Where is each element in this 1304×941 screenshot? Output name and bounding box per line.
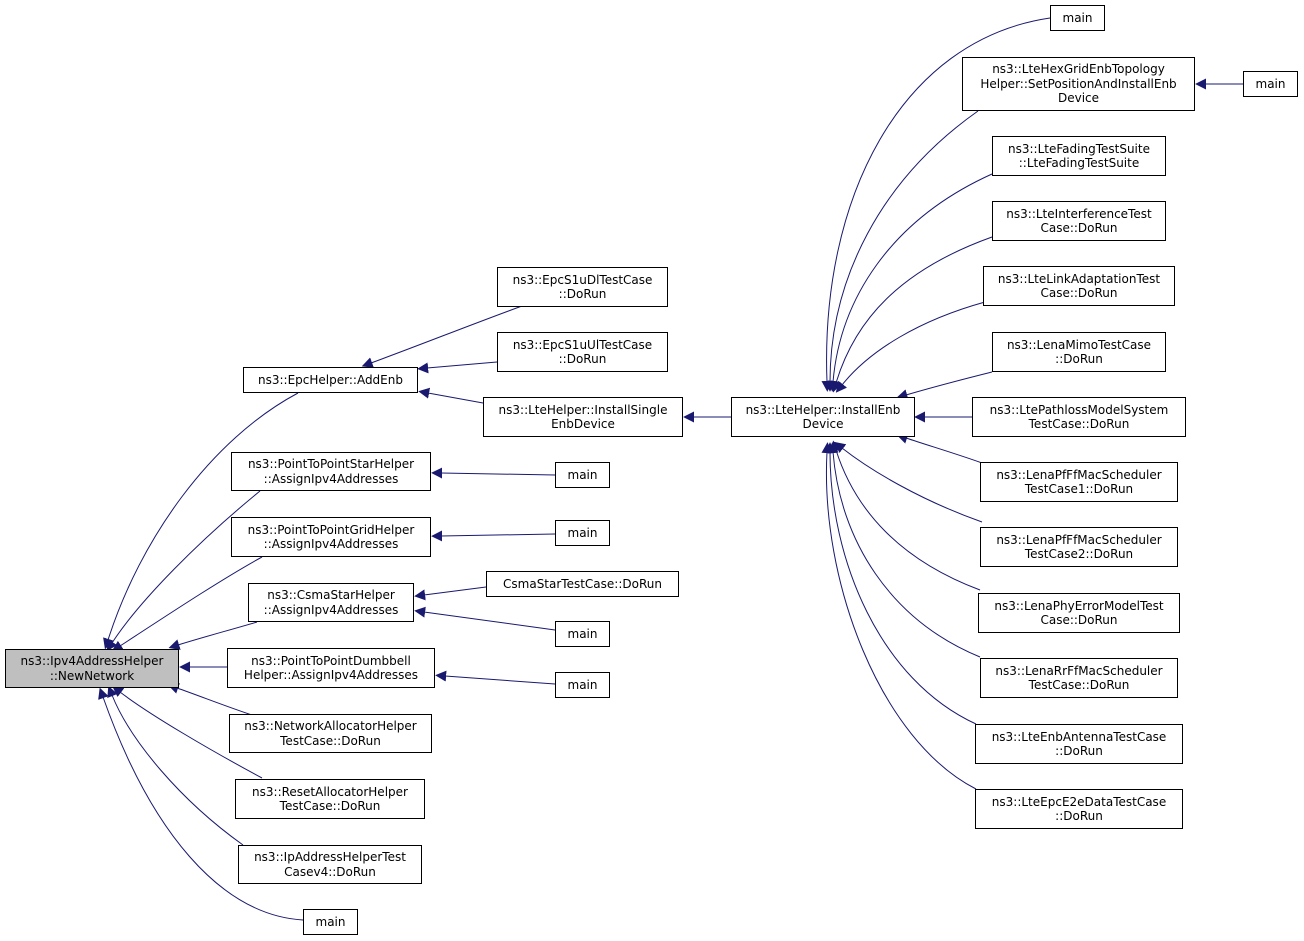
node-csma-star-assign[interactable]: ns3::CsmaStarHelper ::AssignIpv4Addresse…: [248, 583, 414, 622]
node-reset-allocator-test[interactable]: ns3::ResetAllocatorHelper TestCase::DoRu…: [235, 779, 425, 819]
node-lena-mimo-test[interactable]: ns3::LenaMimoTestCase ::DoRun: [992, 332, 1166, 372]
edge-epce2e-installenb: [821, 442, 977, 790]
edge-netalloc-newnetwork: [167, 683, 259, 718]
edge-mimo-installenb: [896, 371, 993, 400]
node-lte-interference-test[interactable]: ns3::LteInterferenceTest Case::DoRun: [992, 201, 1166, 241]
edge-maindumbbell-dumbbell: [435, 670, 556, 685]
node-ipv4-new-network: ns3::Ipv4AddressHelper ::NewNetwork: [5, 649, 179, 688]
node-lena-phy-error-test[interactable]: ns3::LenaPhyErrorModelTest Case::DoRun: [978, 593, 1180, 633]
node-main-csma[interactable]: main: [555, 621, 610, 647]
edge-hexgrid-installenb: [824, 110, 979, 392]
edge-p2pstar-newnetwork: [106, 490, 261, 652]
edge-pfsched2-installenb: [834, 441, 983, 523]
node-lena-pf-scheduler-test1[interactable]: ns3::LenaPfFfMacScheduler TestCase1::DoR…: [980, 462, 1178, 502]
node-install-single-enb-device[interactable]: ns3::LteHelper::InstallSingle EnbDevice: [483, 397, 683, 437]
edge-mainstar-p2pstar: [431, 467, 556, 479]
node-lte-fading-test-suite[interactable]: ns3::LteFadingTestSuite ::LteFadingTestS…: [992, 136, 1166, 176]
edge-installsingle-addenb: [418, 387, 484, 404]
edge-phyerror-installenb: [831, 440, 981, 591]
node-main-dumbbell[interactable]: main: [555, 672, 610, 698]
node-network-allocator-test[interactable]: ns3::NetworkAllocatorHelper TestCase::Do…: [229, 714, 432, 753]
node-lena-pf-scheduler-test2[interactable]: ns3::LenaPfFfMacScheduler TestCase2::DoR…: [980, 527, 1178, 567]
node-main-top[interactable]: main: [1050, 5, 1105, 31]
node-install-enb-device[interactable]: ns3::LteHelper::InstallEnb Device: [731, 397, 915, 437]
edge-fading-installenb: [827, 173, 993, 392]
node-epc-s1u-ul-test[interactable]: ns3::EpcS1uUlTestCase ::DoRun: [497, 332, 668, 372]
node-csma-star-testcase[interactable]: CsmaStarTestCase::DoRun: [486, 571, 679, 597]
edge-iphelper-newnetwork: [107, 685, 244, 846]
edge-csmatest-csmastar: [414, 586, 487, 601]
edge-interference-installenb: [831, 236, 993, 393]
edge-linkadapt-installenb: [835, 301, 986, 393]
node-lte-enb-antenna-test[interactable]: ns3::LteEnbAntennaTestCase ::DoRun: [975, 724, 1183, 764]
edge-resetalloc-newnetwork: [112, 685, 263, 779]
node-epc-s1u-dl-test[interactable]: ns3::EpcS1uDlTestCase ::DoRun: [497, 267, 668, 307]
edge-csmastar-newnetwork: [168, 621, 258, 650]
node-p2p-dumbbell-assign[interactable]: ns3::PointToPointDumbbell Helper::Assign…: [227, 648, 435, 688]
node-main-bottom[interactable]: main: [303, 909, 358, 935]
node-hex-grid-set-position[interactable]: ns3::LteHexGridEnbTopology Helper::SetPo…: [962, 57, 1195, 111]
edge-pfsched1-installenb: [896, 433, 983, 464]
edge-maingrid-p2pgrid: [431, 530, 556, 542]
edge-mainbottom-newnetwork: [98, 687, 304, 921]
edge-maincsma-csmastar: [414, 606, 556, 631]
edge-enbantenna-installenb: [824, 442, 977, 725]
edge-rrsched-installenb: [827, 442, 981, 658]
edge-addenb-newnetwork: [103, 392, 299, 650]
node-lte-pathloss-test[interactable]: ns3::LtePathlossModelSystem TestCase::Do…: [972, 397, 1186, 437]
node-main-star[interactable]: main: [555, 462, 610, 488]
node-lte-link-adaptation-test[interactable]: ns3::LteLinkAdaptationTest Case::DoRun: [983, 266, 1175, 306]
node-main-hex[interactable]: main: [1243, 71, 1298, 97]
edge-s1uul-addenb: [417, 361, 498, 374]
node-ip-address-helper-test[interactable]: ns3::IpAddressHelperTest Casev4::DoRun: [238, 845, 422, 884]
edge-s1udl-addenb: [361, 305, 523, 368]
edge-maintop-installenb: [821, 17, 1051, 392]
node-p2p-grid-assign[interactable]: ns3::PointToPointGridHelper ::AssignIpv4…: [231, 517, 431, 557]
node-lena-rr-scheduler-test[interactable]: ns3::LenaRrFfMacScheduler TestCase::DoRu…: [980, 658, 1178, 698]
node-lte-epc-e2e-data-test[interactable]: ns3::LteEpcE2eDataTestCase ::DoRun: [975, 789, 1183, 829]
node-epc-add-enb[interactable]: ns3::EpcHelper::AddEnb: [243, 367, 418, 393]
edge-p2pgrid-newnetwork: [111, 556, 263, 652]
node-p2p-star-assign[interactable]: ns3::PointToPointStarHelper ::AssignIpv4…: [231, 452, 431, 491]
node-main-grid[interactable]: main: [555, 520, 610, 546]
